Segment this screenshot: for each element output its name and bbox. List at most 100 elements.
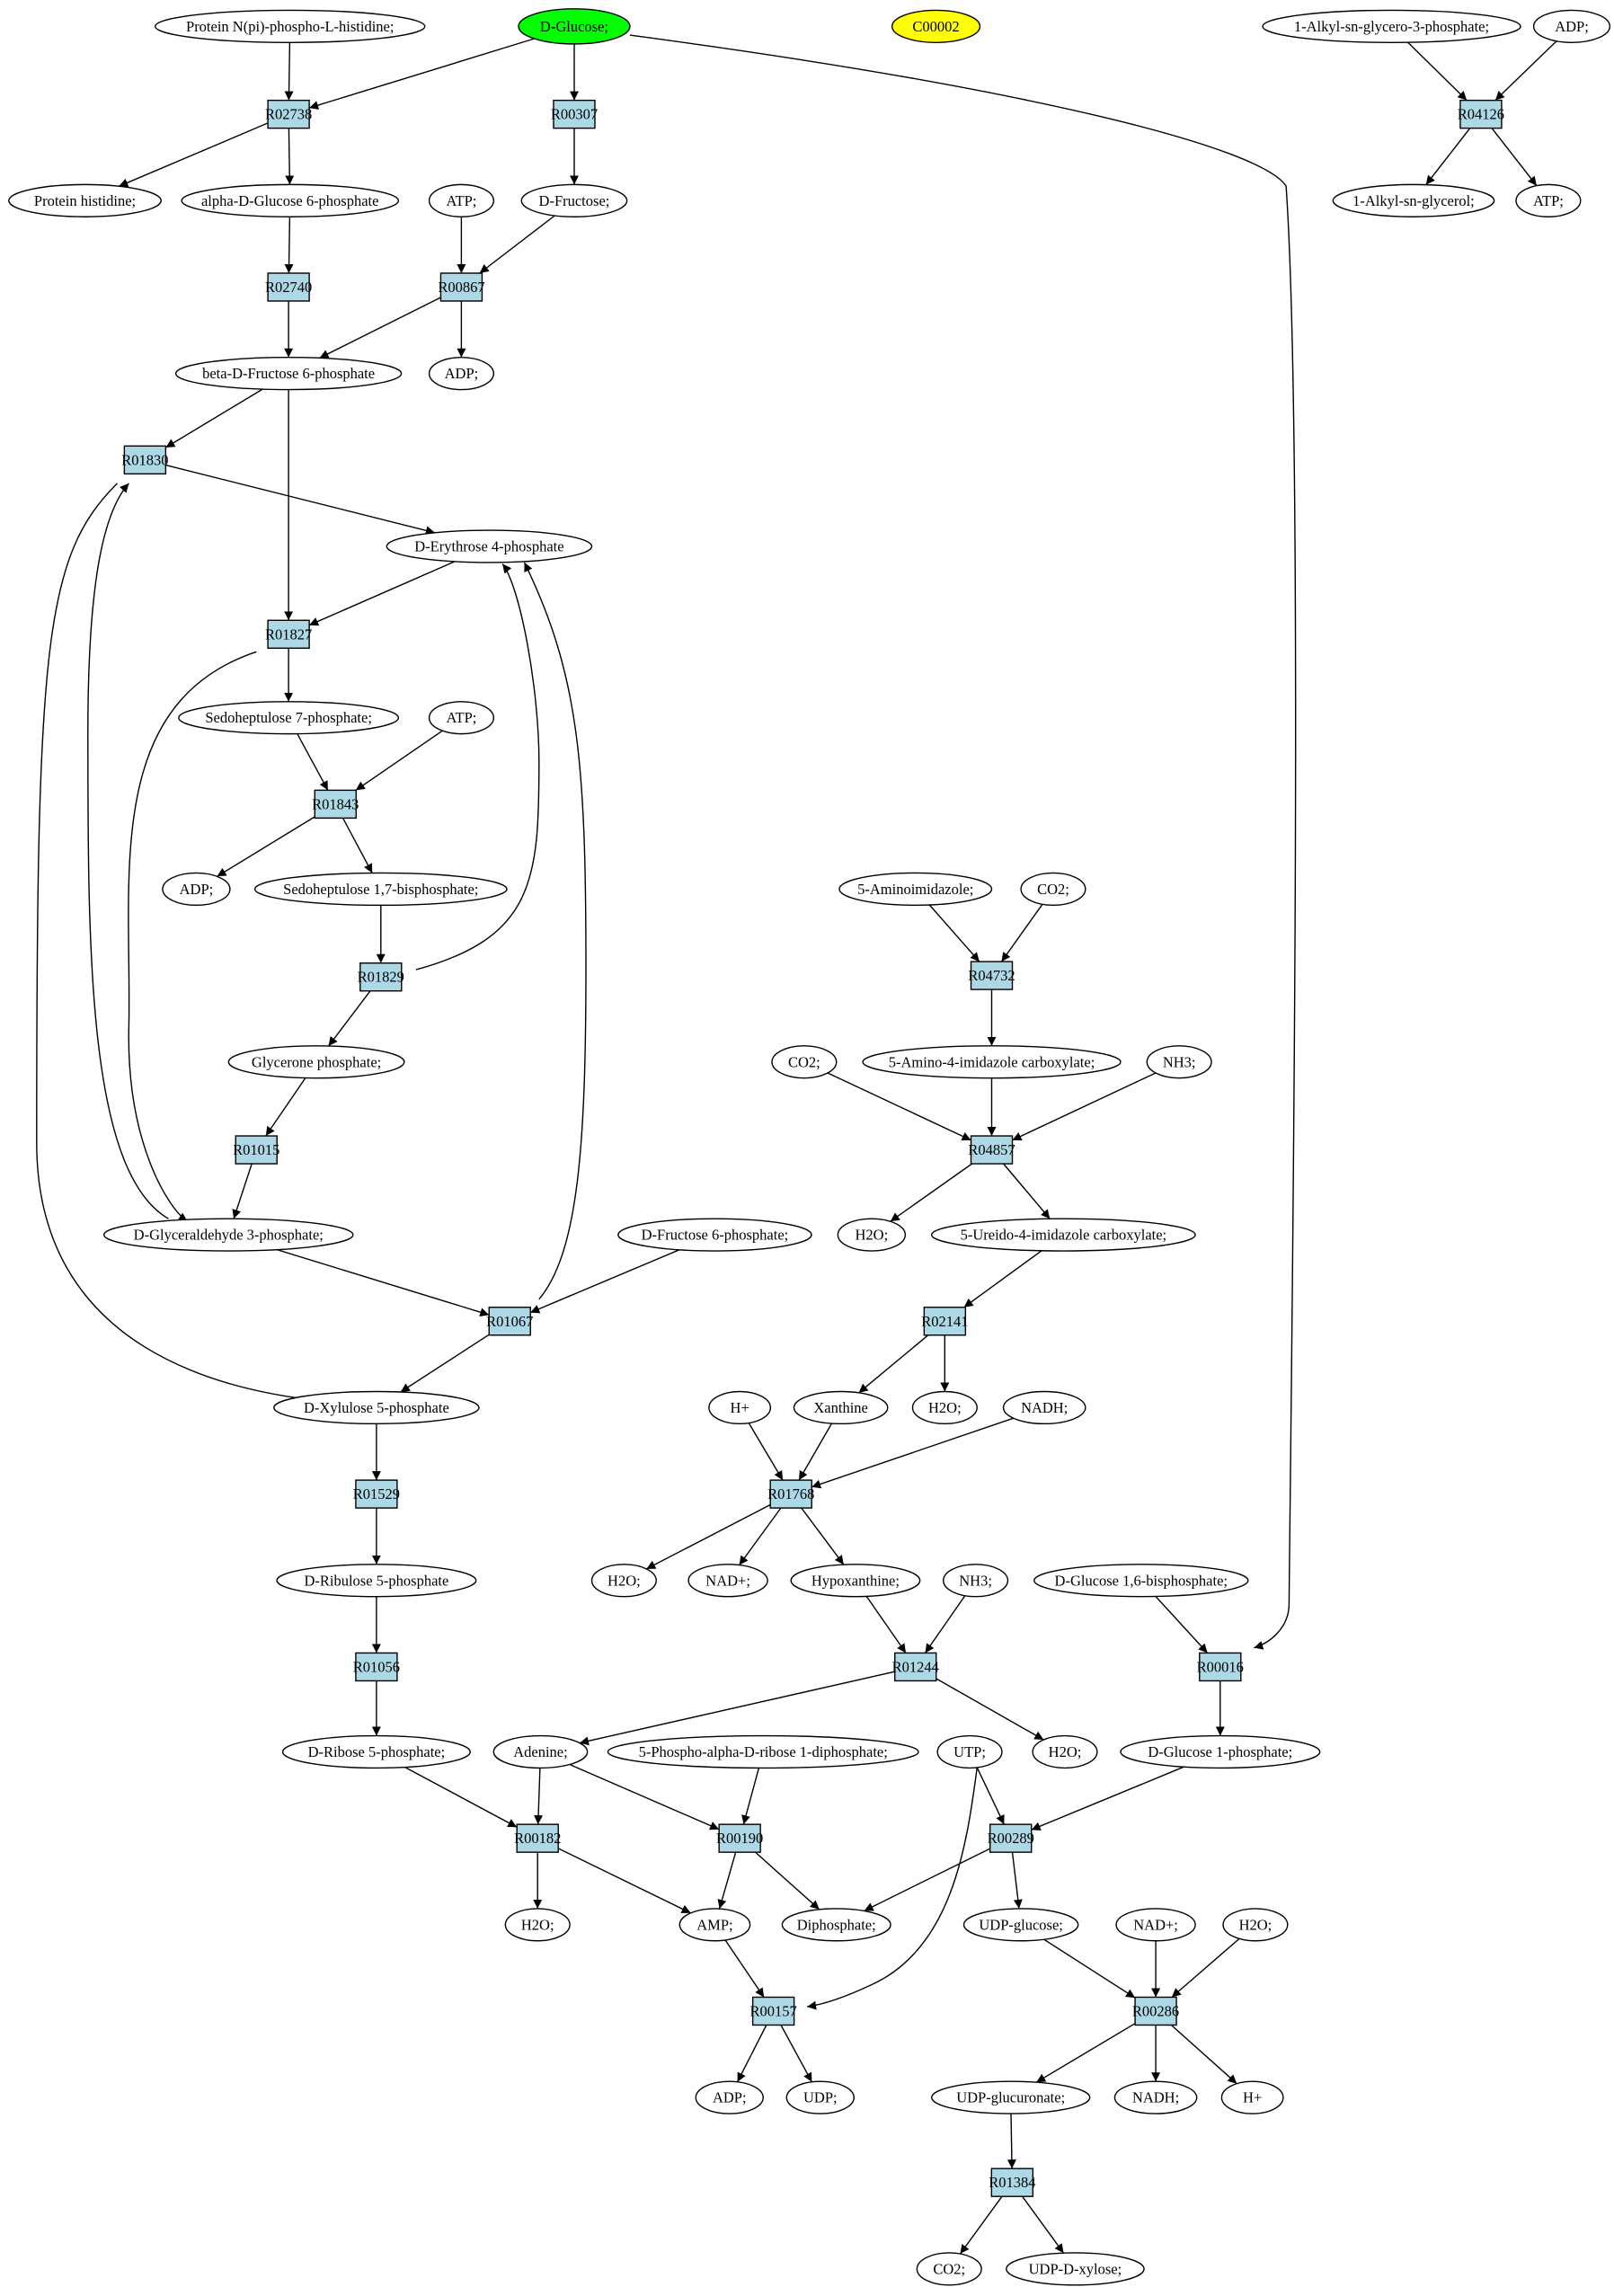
reaction-r00182-node[interactable]: R00182 (514, 1823, 561, 1853)
reaction-r00157-node[interactable]: R00157 (750, 1996, 797, 2026)
reaction-r00867-node[interactable]: R00867 (438, 272, 485, 302)
compound-5-amino-4-imidazole-carboxylate-node[interactable]: 5-Amino-4-imidazole carboxylate; (862, 1045, 1122, 1079)
reaction-r02740-node[interactable]: R02740 (265, 272, 312, 302)
compound-nh3-node[interactable]: NH3; (943, 1564, 1009, 1598)
reaction-r00190-node[interactable]: R00190 (716, 1823, 763, 1853)
compound-sedoheptulose-7-phosphate-node[interactable]: Sedoheptulose 7-phosphate; (178, 701, 400, 735)
reaction-r01829-node[interactable]: R01829 (358, 962, 404, 992)
compound-atp-node[interactable]: ATP; (428, 183, 495, 217)
compound-ellipse (837, 1218, 907, 1252)
compound-d-ribose-5-phosphate-node[interactable]: D-Ribose 5-phosphate; (281, 1734, 471, 1769)
compound-ellipse (687, 1564, 768, 1598)
reaction-r01827-node[interactable]: R01827 (265, 619, 312, 649)
compound-protein-histidine-node[interactable]: Protein histidine; (8, 183, 163, 217)
compound-glycerone-phosphate-node[interactable]: Glycerone phosphate; (227, 1045, 405, 1079)
compound-nad-node[interactable]: NAD+; (687, 1564, 768, 1598)
compound-alpha-d-glucose-6-phosphate-node[interactable]: alpha-D-Glucose 6-phosphate (181, 183, 400, 217)
compound-nadh-node[interactable]: NADH; (1002, 1390, 1086, 1425)
compound-protein-n-pi-phospho-l-histidine-node[interactable]: Protein N(pi)-phospho-L-histidine; (155, 9, 426, 43)
compound-sedoheptulose-1-7-bisphosphate-node[interactable]: Sedoheptulose 1,7-bisphosphate; (253, 872, 508, 907)
reaction-r00307-node[interactable]: R00307 (551, 99, 598, 129)
compound-ellipse (253, 872, 508, 907)
compound-d-ribulose-5-phosphate-node[interactable]: D-Ribulose 5-phosphate (276, 1564, 477, 1598)
compound-amp-label: AMP; (696, 1916, 732, 1933)
compound-d-glucose-1-6-bisphosphate-node[interactable]: D-Glucose 1,6-bisphosphate; (1033, 1564, 1249, 1598)
compound-amp-node[interactable]: AMP; (678, 1908, 751, 1942)
compound-udp-glucuronate-node[interactable]: UDP-glucuronate; (930, 2080, 1091, 2114)
compound-d-glucose-1-phosphate-node[interactable]: D-Glucose 1-phosphate; (1120, 1734, 1321, 1769)
reaction-r04857-node[interactable]: R04857 (968, 1135, 1015, 1165)
reaction-r01244-node[interactable]: R01244 (892, 1652, 939, 1682)
edge-prot_phis-to-R02738 (284, 42, 294, 101)
compound-beta-d-fructose-6-phosphate-node[interactable]: beta-D-Fructose 6-phosphate (174, 357, 403, 391)
compound-5-ureido-4-imidazole-carboxylate-label: 5-Ureido-4-imidazole carboxylate; (961, 1227, 1167, 1244)
compound-glycerone-phosphate-label: Glycerone phosphate; (252, 1053, 381, 1070)
compound-udp-glucose-node[interactable]: UDP-glucose; (962, 1908, 1079, 1942)
compound-h2o-node[interactable]: H2O; (1222, 1908, 1289, 1942)
compound-adp-node[interactable]: ADP; (162, 872, 231, 907)
compound-c00002-node[interactable]: C00002 (891, 9, 981, 43)
compound-nadh-node[interactable]: NADH; (1113, 2080, 1198, 2114)
compound-h2o-node[interactable]: H2O; (504, 1908, 571, 1942)
reaction-r01843-node[interactable]: R01843 (312, 789, 359, 820)
reaction-r01384-label: R01384 (989, 2174, 1035, 2191)
compound-co2-node[interactable]: CO2; (1020, 872, 1086, 907)
compound-atp-node[interactable]: ATP; (428, 701, 495, 735)
reaction-r02141-node[interactable]: R02141 (921, 1307, 968, 1336)
edge-R00289-to-udpglc (1011, 1852, 1023, 1909)
reaction-box (1459, 99, 1503, 129)
compound-hypoxanthine-node[interactable]: Hypoxanthine; (790, 1564, 921, 1598)
compound-co2-label: CO2; (933, 2260, 965, 2277)
compound-nad-node[interactable]: NAD+; (1115, 1908, 1196, 1942)
compound-h2o-label: H2O; (521, 1916, 554, 1933)
compound-1-alkyl-sn-glycero-3-phosphate-node[interactable]: 1-Alkyl-sn-glycero-3-phosphate; (1262, 9, 1521, 43)
reaction-r01529-node[interactable]: R01529 (353, 1479, 400, 1509)
reaction-r04732-node[interactable]: R04732 (968, 961, 1015, 990)
compound-nh3-node[interactable]: NH3; (1146, 1045, 1212, 1079)
reaction-r00286-node[interactable]: R00286 (1132, 1996, 1179, 2026)
compound-beta-d-fructose-6-phosphate-label: beta-D-Fructose 6-phosphate (202, 365, 375, 382)
compound-h2o-node[interactable]: H2O; (1032, 1734, 1098, 1769)
compound-d-fructose-6-phosphate-node[interactable]: D-Fructose 6-phosphate; (617, 1218, 812, 1252)
reaction-r00289-node[interactable]: R00289 (988, 1823, 1034, 1853)
compound-utp-node[interactable]: UTP; (936, 1734, 1003, 1769)
compound-5-phospho-alpha-d-ribose-1-diphosphate-node[interactable]: 5-Phospho-alpha-D-ribose 1-diphosphate; (607, 1734, 919, 1769)
compound-5-ureido-4-imidazole-carboxylate-node[interactable]: 5-Ureido-4-imidazole carboxylate; (930, 1218, 1196, 1252)
reaction-r00190-label: R00190 (716, 1830, 763, 1847)
compound-adp-node[interactable]: ADP; (1532, 9, 1611, 43)
compound-udp-d-xylose-node[interactable]: UDP-D-xylose; (1006, 2252, 1145, 2286)
compound-h-node[interactable]: H+ (1220, 2080, 1284, 2114)
compound-atp-node[interactable]: ATP; (1515, 183, 1582, 217)
compound-udp-node[interactable]: UDP; (785, 2080, 855, 2114)
compound-h2o-node[interactable]: H2O; (837, 1218, 907, 1252)
compound-h2o-node[interactable]: H2O; (590, 1564, 657, 1598)
compound-5-aminoimidazole-node[interactable]: 5-Aminoimidazole; (838, 872, 993, 907)
compound-ellipse (428, 701, 495, 735)
compound-h-node[interactable]: H+ (708, 1390, 772, 1425)
compound-co2-node[interactable]: CO2; (916, 2252, 982, 2286)
compound-d-glyceraldehyde-3-phosphate-node[interactable]: D-Glyceraldehyde 3-phosphate; (103, 1218, 354, 1252)
compound-d-fructose-node[interactable]: D-Fructose; (520, 183, 628, 217)
compound-adenine-node[interactable]: Adenine; (492, 1734, 589, 1769)
compound-xanthine-node[interactable]: Xanthine (793, 1390, 889, 1425)
reaction-r04126-node[interactable]: R04126 (1458, 99, 1504, 129)
reaction-r01056-node[interactable]: R01056 (353, 1652, 400, 1682)
reaction-r02738-node[interactable]: R02738 (265, 99, 312, 129)
reaction-r00182-label: R00182 (514, 1830, 561, 1847)
reaction-r01830-node[interactable]: R01830 (121, 445, 169, 475)
reaction-r01015-node[interactable]: R01015 (233, 1135, 279, 1165)
compound-d-glucose-node[interactable]: D-Glucose; (518, 8, 631, 45)
compound-ellipse (155, 9, 426, 43)
compound-1-alkyl-sn-glycerol-node[interactable]: 1-Alkyl-sn-glycerol; (1332, 183, 1495, 217)
reaction-r00016-node[interactable]: R00016 (1197, 1652, 1244, 1682)
compound-diphosphate-node[interactable]: Diphosphate; (781, 1908, 891, 1942)
compound-d-erythrose-4-phosphate-node[interactable]: D-Erythrose 4-phosphate (386, 529, 593, 563)
compound-adp-node[interactable]: ADP; (695, 2080, 764, 2114)
reaction-r01768-node[interactable]: R01768 (767, 1479, 814, 1509)
reaction-r01067-node[interactable]: R01067 (486, 1307, 533, 1336)
compound-co2-node[interactable]: CO2; (771, 1045, 838, 1079)
compound-h2o-node[interactable]: H2O; (911, 1390, 978, 1425)
reaction-r01384-node[interactable]: R01384 (989, 2167, 1035, 2197)
compound-d-xylulose-5-phosphate-node[interactable]: D-Xylulose 5-phosphate (273, 1390, 480, 1425)
compound-adp-node[interactable]: ADP; (428, 357, 495, 391)
